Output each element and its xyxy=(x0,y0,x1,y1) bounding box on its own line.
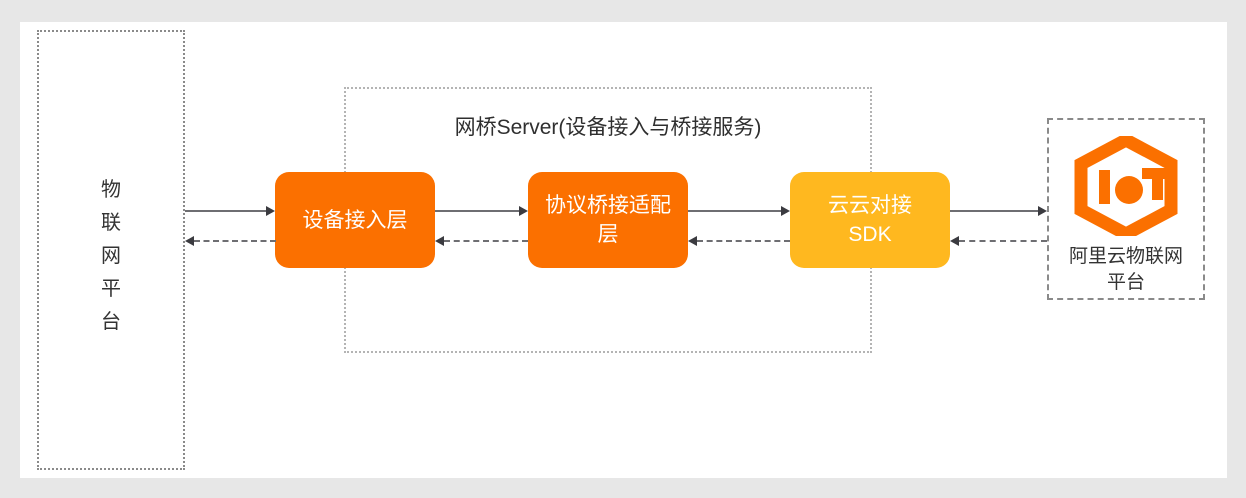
diagram-canvas: 物 联 网 平 台 网桥Server(设备接入与桥接服务) 设备接入层 协议桥接… xyxy=(20,22,1227,478)
iot-platform-label-char-4: 平 xyxy=(101,278,121,300)
connector-reverse-arrowhead-3 xyxy=(688,236,697,246)
connector-reverse-arrowhead-4 xyxy=(950,236,959,246)
cloud-to-cloud-sdk-box[interactable]: 云云对接 SDK xyxy=(790,172,950,268)
iot-platform-label-char-2: 联 xyxy=(101,212,121,234)
connector-reverse-line-3 xyxy=(697,240,790,242)
device-access-layer-box[interactable]: 设备接入层 xyxy=(275,172,435,268)
iot-platform-label-char-5: 台 xyxy=(101,311,121,333)
bridge-server-title: 网桥Server(设备接入与桥接服务) xyxy=(454,116,762,139)
aliyun-iot-platform-label-line2: 平台 xyxy=(1106,272,1145,293)
connector-forward-arrowhead-1 xyxy=(266,206,275,216)
iot-platform-label-char-3: 网 xyxy=(101,245,121,267)
connector-forward-arrowhead-4 xyxy=(1038,206,1047,216)
connector-forward-arrowhead-2 xyxy=(519,206,528,216)
connector-reverse-arrowhead-1 xyxy=(185,236,194,246)
connector-forward-line-4 xyxy=(950,210,1038,212)
connector-forward-line-2 xyxy=(435,210,519,212)
aliyun-iot-platform-label: 阿里云物联网 平台 xyxy=(1049,244,1203,296)
aliyun-iot-platform-node: 阿里云物联网 平台 xyxy=(1047,118,1205,300)
cloud-to-cloud-sdk-label-line1: 云云对接 xyxy=(828,194,912,217)
iot-hexagon-logo-icon xyxy=(1074,136,1178,236)
device-access-layer-label: 设备接入层 xyxy=(302,208,408,232)
protocol-bridge-adapter-layer-label: 协议桥接适配层 xyxy=(545,194,671,246)
iot-platform-label: 物 联 网 平 台 xyxy=(39,174,183,339)
aliyun-iot-platform-label-line1: 阿里云物联网 xyxy=(1068,246,1183,267)
connector-reverse-arrowhead-2 xyxy=(435,236,444,246)
connector-forward-line-3 xyxy=(688,210,781,212)
iot-platform-label-char-1: 物 xyxy=(101,179,121,201)
protocol-bridge-adapter-layer-box[interactable]: 协议桥接适配层 xyxy=(528,172,688,268)
connector-forward-arrowhead-3 xyxy=(781,206,790,216)
cloud-to-cloud-sdk-label: 云云对接 SDK xyxy=(828,191,912,249)
connector-reverse-line-1 xyxy=(194,240,276,242)
cloud-to-cloud-sdk-label-line2: SDK xyxy=(848,223,892,246)
connector-reverse-line-2 xyxy=(444,240,528,242)
iot-platform-node: 物 联 网 平 台 xyxy=(37,30,185,470)
connector-reverse-line-4 xyxy=(959,240,1047,242)
connector-forward-line-1 xyxy=(185,210,267,212)
